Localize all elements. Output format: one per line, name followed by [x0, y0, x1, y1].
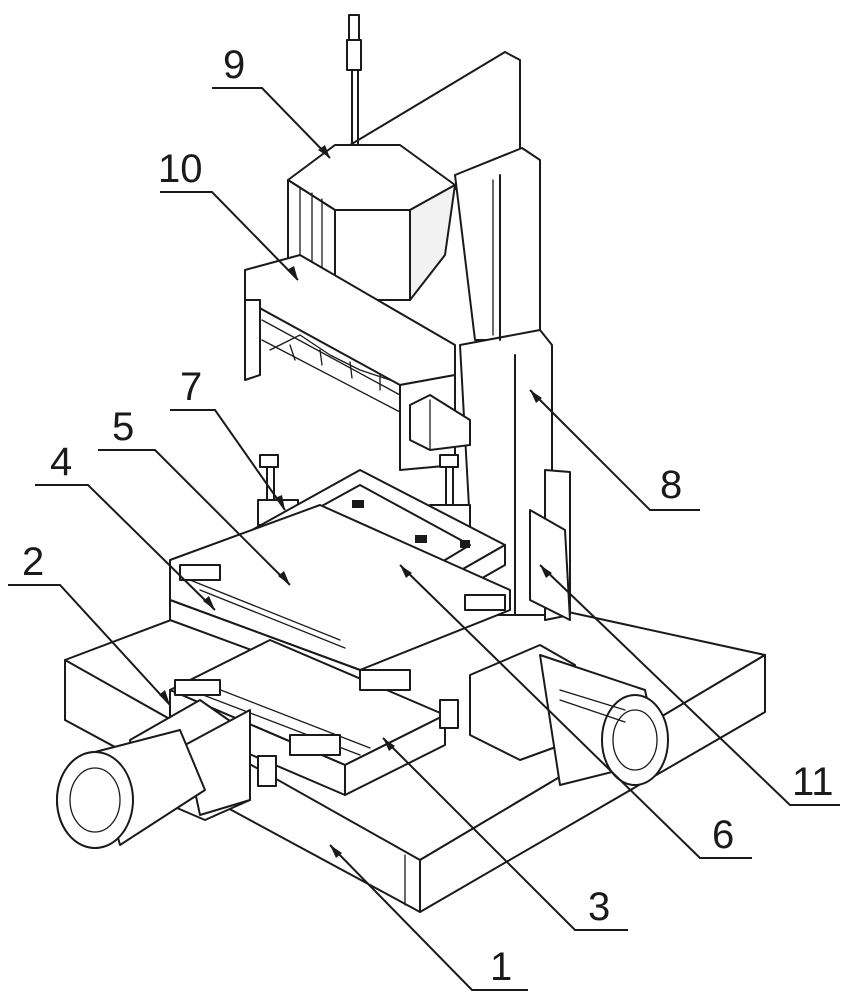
leader-lines	[8, 87, 840, 991]
label-9: 9	[223, 43, 245, 87]
right-motor	[469, 644, 669, 786]
cross-beam	[244, 254, 471, 471]
callout-labels: 9 10 7 5 4 2 8 11 6 3 1	[22, 43, 834, 989]
head-unit	[287, 14, 456, 321]
label-4: 4	[50, 440, 72, 484]
label-1: 1	[490, 945, 512, 989]
label-11: 11	[792, 760, 834, 804]
label-3: 3	[588, 885, 610, 929]
label-8: 8	[660, 463, 682, 507]
label-5: 5	[112, 405, 134, 449]
left-motor	[56, 699, 251, 849]
label-7: 7	[180, 365, 202, 409]
label-10: 10	[158, 147, 203, 191]
label-6: 6	[712, 813, 734, 857]
label-2: 2	[22, 540, 44, 584]
